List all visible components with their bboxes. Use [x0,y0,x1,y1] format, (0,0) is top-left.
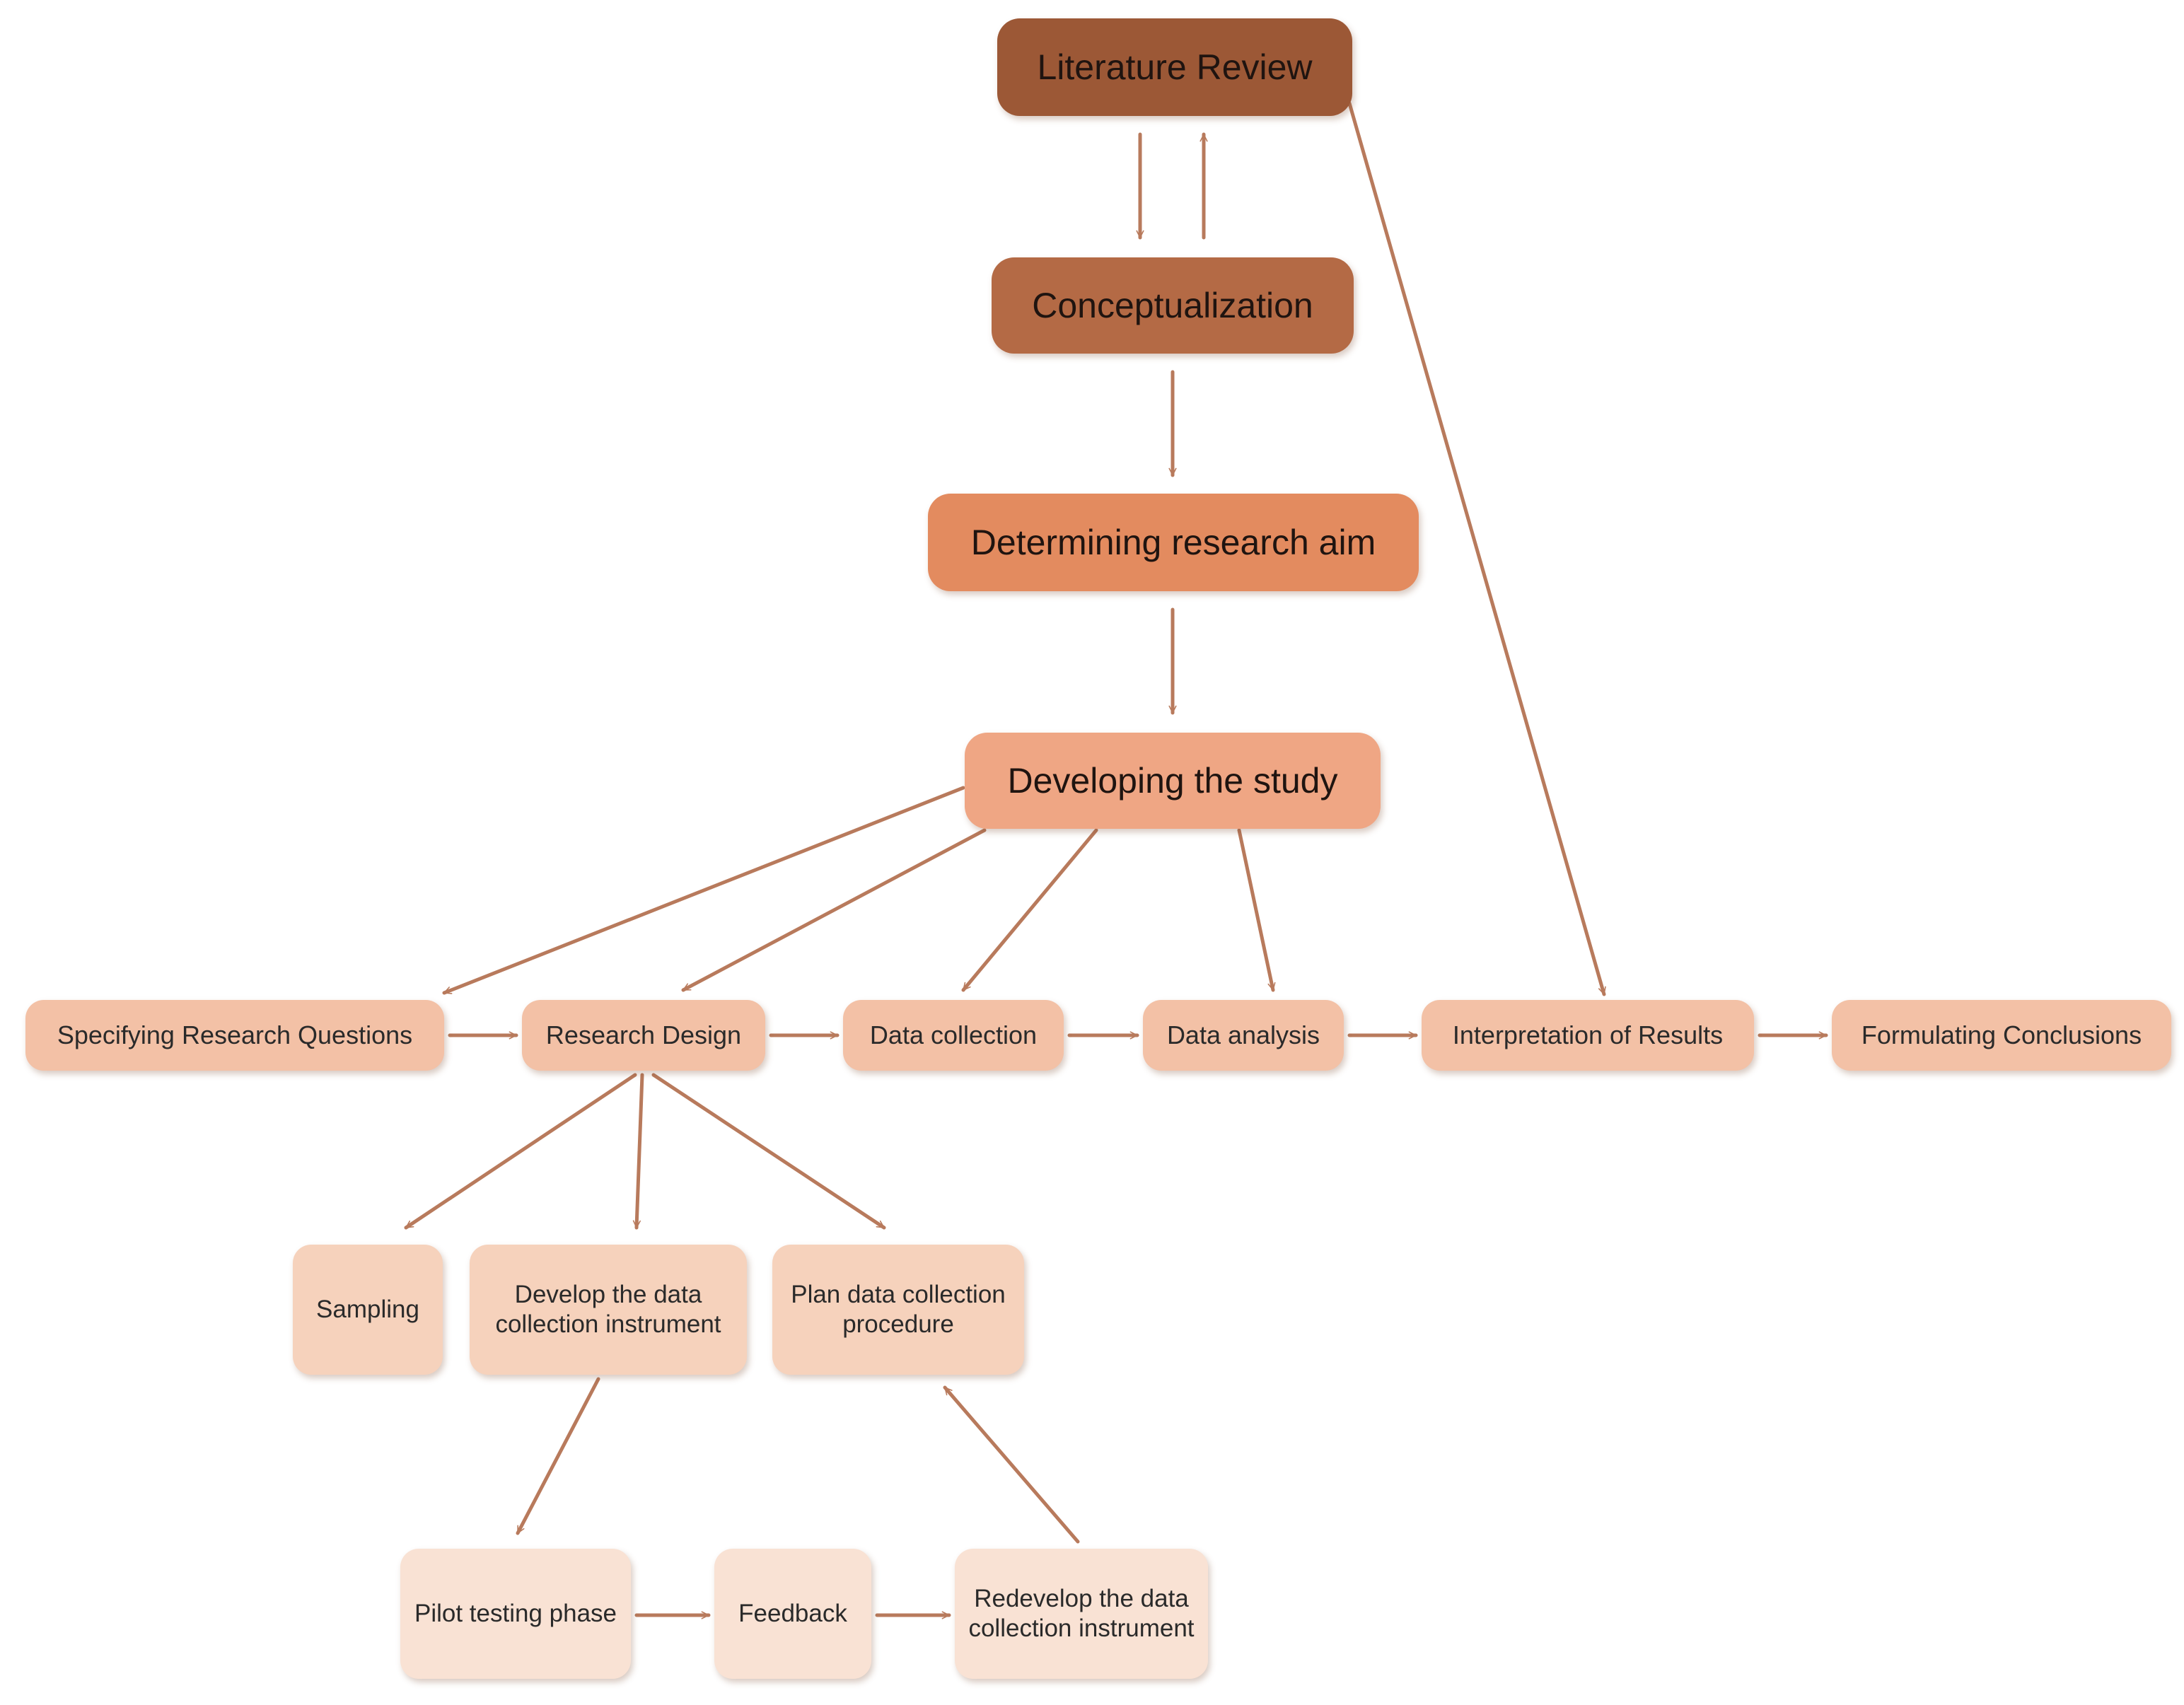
node-literature-review: Literature Review [997,18,1352,116]
node-feedback: Feedback [714,1549,871,1679]
node-redevelop-data-collection-instrument: Redevelop the data collection instrument [955,1549,1208,1679]
node-developing-the-study: Developing the study [965,733,1381,829]
node-data-analysis: Data analysis [1143,1000,1344,1071]
arrow-developing-the-study-to-data-collection [961,828,1098,992]
arrow-developing-the-study-to-specifying-research-questions [442,786,965,995]
edge-group [404,101,1828,1619]
arrow-redevelop-instrument-to-plan-procedure [943,1385,1080,1544]
node-pilot-testing-phase: Pilot testing phase [400,1549,631,1679]
node-data-collection: Data collection [843,1000,1064,1071]
node-specifying-research-questions: Specifying Research Questions [25,1000,444,1071]
arrow-developing-the-study-to-data-analysis [1237,828,1276,992]
node-determining-research-aim: Determining research aim [928,494,1419,591]
node-sampling: Sampling [293,1245,443,1375]
arrow-literature-review-to-interpretation-of-results [1347,101,1606,996]
node-interpretation-of-results: Interpretation of Results [1422,1000,1754,1071]
node-conceptualization: Conceptualization [992,257,1354,354]
node-research-design: Research Design [522,1000,765,1071]
arrow-research-design-to-sampling [404,1073,637,1230]
node-develop-data-collection-instrument: Develop the data collection instrument [470,1245,747,1375]
node-plan-data-collection-procedure: Plan data collection procedure [772,1245,1024,1375]
node-formulating-conclusions: Formulating Conclusions [1832,1000,2171,1071]
arrow-developing-the-study-to-research-design [681,828,987,992]
arrow-develop-instrument-to-pilot-testing [516,1377,600,1535]
arrow-research-design-to-plan-procedure [651,1073,886,1230]
arrow-research-design-to-develop-instrument [632,1073,644,1230]
